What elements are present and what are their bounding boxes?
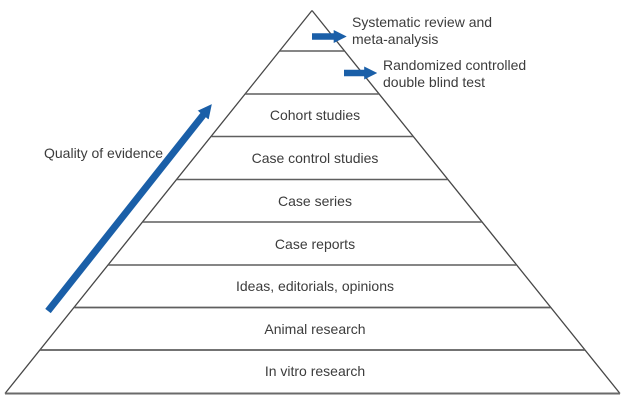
level-label-case-reports: Case reports xyxy=(274,235,356,252)
pyramid-left-edge xyxy=(4,10,313,394)
pyramid-divider-lines xyxy=(40,50,585,351)
quality-axis-label: Quality of evidence xyxy=(44,145,164,161)
level-label-cohort-studies: Cohort studies xyxy=(269,107,361,123)
level-label-case-control-studies: Case control studies xyxy=(251,150,379,166)
level-label-case-series: Case series xyxy=(278,193,352,209)
callout-systematic-review: Systematic review and meta-analysis xyxy=(352,14,493,47)
quality-of-evidence-arrow xyxy=(45,104,212,314)
level-label-in-vitro-research: In vitro research xyxy=(264,363,366,379)
level-label-animal-research: Animal research xyxy=(264,321,366,337)
level-label-ideas-editorials-opinions: Ideas, editorials, opinions xyxy=(236,278,394,294)
callout-randomized-controlled: Randomized controlled double blind test xyxy=(383,57,527,90)
pyramid-outline-fill xyxy=(5,10,620,394)
